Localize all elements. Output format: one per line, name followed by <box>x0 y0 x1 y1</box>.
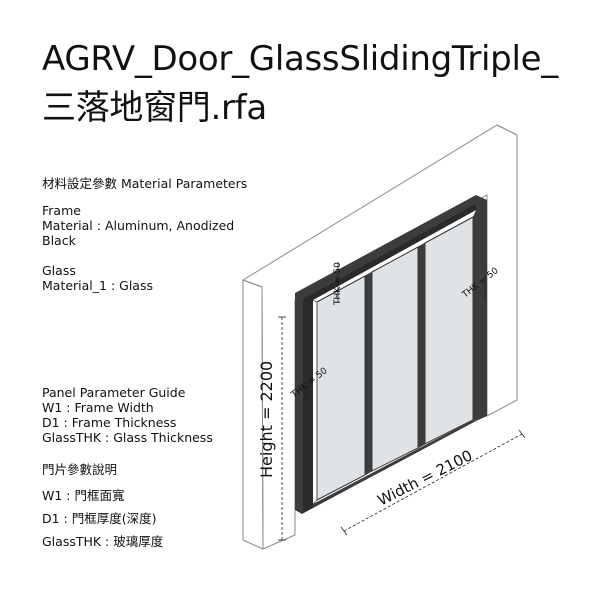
guide-heading: Panel Parameter Guide <box>42 385 186 400</box>
material-heading: 材料設定參數 Material Parameters <box>42 176 248 191</box>
frame-material-line1: Material : Aluminum, Anodized <box>42 218 235 233</box>
guide-zh-heading: 門片參數說明 <box>42 462 118 477</box>
dim-height-label: Height = 2200 <box>257 361 276 478</box>
glass-panel-right <box>424 216 474 445</box>
glass-material: Material_1 : Glass <box>42 278 153 293</box>
mullions <box>313 210 476 508</box>
frame-material-line2: Black <box>42 233 76 248</box>
frame-label: Frame <box>42 203 81 218</box>
dim-thk-top-label: THK = 50 <box>333 262 343 306</box>
guide-zh-glassthk: GlassTHK : 玻璃厚度 <box>42 534 164 549</box>
guide-w1: W1 : Frame Width <box>42 400 154 415</box>
glass-panel-left <box>316 275 366 501</box>
glass-label: Glass <box>42 263 76 278</box>
title-line-1: AGRV_Door_GlassSlidingTriple_ <box>42 39 558 79</box>
door-frame <box>295 195 487 514</box>
title-line-2: 三落地窗門.rfa <box>42 88 267 128</box>
glass-panel-center <box>371 246 419 472</box>
glass-panels <box>312 216 474 505</box>
guide-d1: D1 : Frame Thickness <box>42 415 177 430</box>
dimension-lines <box>278 262 526 541</box>
guide-glassthk: GlassTHK : Glass Thickness <box>42 430 213 445</box>
guide-zh-d1: D1 : 門框厚度(深度) <box>42 511 157 526</box>
guide-zh-w1: W1 : 門框面寬 <box>42 488 125 503</box>
